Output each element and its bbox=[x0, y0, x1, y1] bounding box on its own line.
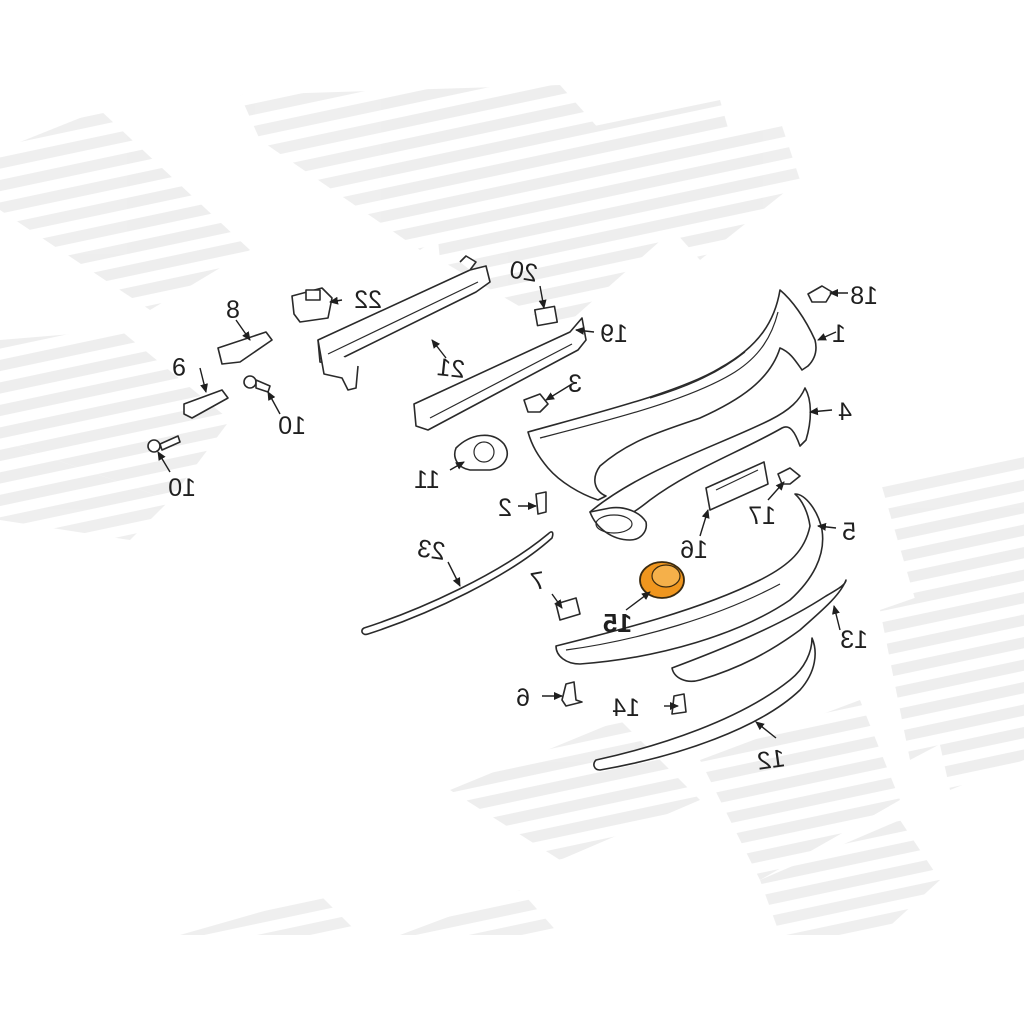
part-9-clip bbox=[183, 389, 229, 419]
part-6-clip bbox=[561, 681, 583, 707]
part-10-screw-a bbox=[243, 375, 271, 393]
part-10-screw-b bbox=[147, 435, 181, 453]
callout-15: 15 bbox=[603, 608, 632, 638]
part-8-bracket bbox=[217, 331, 273, 365]
part-11-fog-bracket bbox=[454, 434, 508, 471]
callout-5: 5 bbox=[842, 518, 856, 546]
watermark bbox=[0, 85, 1024, 935]
leader-lines bbox=[157, 285, 848, 739]
part-15-highlighted-cap[interactable] bbox=[639, 561, 685, 599]
callout-20: 20 bbox=[508, 256, 540, 288]
callout-1: 1 bbox=[832, 320, 846, 348]
part-12-molding-strip bbox=[593, 637, 816, 771]
part-23-trim-strip bbox=[361, 531, 554, 636]
callout-21: 21 bbox=[436, 353, 467, 384]
part-1-bumper-cover-upper bbox=[527, 289, 817, 501]
part-14-clip bbox=[671, 693, 687, 715]
callout-12: 12 bbox=[755, 744, 786, 776]
part-2-clip bbox=[535, 491, 547, 515]
callout-22: 22 bbox=[354, 286, 382, 314]
part-16-plate-bracket bbox=[705, 461, 769, 511]
callout-6: 6 bbox=[516, 684, 530, 712]
part-13-lower-lip bbox=[671, 579, 847, 683]
part-3-clip bbox=[523, 393, 549, 413]
callout-9: 9 bbox=[172, 352, 186, 380]
part-19-absorber bbox=[413, 317, 587, 431]
part-20-clip bbox=[533, 305, 559, 327]
callout-10-b: 10 bbox=[168, 474, 196, 502]
callout-2: 2 bbox=[498, 494, 512, 522]
callout-labels: 1 4 5 13 12 14 6 15 16 17 7 23 2 11 3 19… bbox=[168, 256, 878, 776]
part-22-bracket bbox=[291, 287, 333, 323]
callout-14: 14 bbox=[612, 694, 640, 722]
callout-8: 8 bbox=[226, 296, 240, 324]
callout-10-a: 10 bbox=[278, 412, 306, 440]
callout-4: 4 bbox=[838, 398, 852, 426]
callout-23: 23 bbox=[416, 534, 447, 566]
part-18-clip bbox=[807, 285, 833, 303]
callout-11: 11 bbox=[414, 466, 440, 494]
callout-13: 13 bbox=[840, 626, 868, 654]
callout-16: 16 bbox=[680, 536, 708, 564]
callout-19: 19 bbox=[600, 320, 628, 348]
callout-17: 17 bbox=[748, 502, 776, 530]
part-21-reinforcement bbox=[317, 255, 491, 391]
part-7-clip bbox=[555, 597, 581, 621]
part-5-lower-trim bbox=[555, 493, 824, 665]
part-17-screw bbox=[777, 467, 801, 485]
callout-3: 3 bbox=[568, 370, 582, 398]
callout-7: 7 bbox=[528, 566, 547, 596]
callout-18: 18 bbox=[850, 282, 878, 310]
part-4-bumper-skin bbox=[589, 387, 812, 541]
